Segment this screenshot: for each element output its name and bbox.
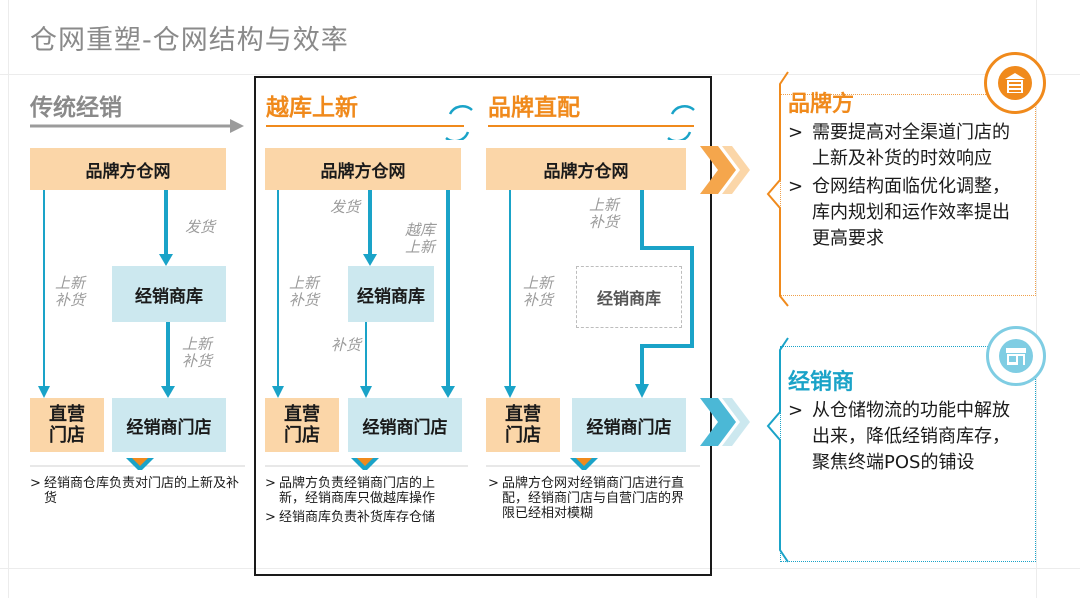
left-dealer-warehouse: 经销商库 xyxy=(112,266,226,322)
right-brand-warehouse: 品牌方仓网 xyxy=(486,148,686,190)
right-note-text: 品牌方仓网对经销商门店进行直配，经销商门店与自营门店的界限已经相对模糊 xyxy=(502,476,685,521)
section-title-cross-dock: 越库上新 xyxy=(266,95,358,121)
brand-panel-title: 品牌方 xyxy=(788,92,855,117)
brand-panel-corner xyxy=(766,71,789,307)
left-direct-store: 直营门店 xyxy=(30,398,104,452)
grid-line-v-left xyxy=(8,0,9,598)
highlight-frame xyxy=(254,76,712,576)
section-title-traditional: 传统经销 xyxy=(30,95,122,121)
page-title: 仓网重塑-仓网结构与效率 xyxy=(30,25,349,56)
chevron-to-brand-panel xyxy=(700,146,750,194)
middle-note-1: 品牌方负责经销商门店的上新，经销商库只做越库操作 xyxy=(279,476,436,506)
dealer-panel-title: 经销商 xyxy=(788,370,855,395)
grid-line-h-top xyxy=(0,74,1080,75)
middle-title-underline xyxy=(266,105,473,140)
chevron-to-dealer-panel xyxy=(700,398,750,446)
brand-bullet-2: 仓网结构面临优化调整，库内规划和运作效率提出更高要求 xyxy=(812,176,1010,249)
right-dealer-warehouse: 经销商库 xyxy=(576,266,682,328)
brand-bullet-1: 需要提高对全渠道门店的上新及补货的时效响应 xyxy=(812,122,1010,169)
bullet-marker: > xyxy=(265,476,276,491)
grid-line-v-right xyxy=(1036,0,1037,598)
left-direct-store-label: 直营门店 xyxy=(49,404,85,446)
bullet-marker: > xyxy=(788,122,804,143)
left-label-new-left: 上新补货 xyxy=(54,274,85,309)
right-direct-store: 直营门店 xyxy=(486,398,560,452)
right-title-underline xyxy=(488,105,695,140)
middle-label-cross: 越库上新 xyxy=(404,221,435,256)
right-label-new-top: 上新补货 xyxy=(588,196,619,231)
bullet-marker: > xyxy=(788,400,804,421)
left-label-new-right: 上新补货 xyxy=(181,335,212,370)
right-label-new-left: 上新补货 xyxy=(522,274,553,309)
middle-direct-store: 直营门店 xyxy=(265,398,339,452)
middle-note-2: 经销商库负责补货库存仓储 xyxy=(279,510,436,525)
left-brand-warehouse: 品牌方仓网 xyxy=(30,148,226,190)
middle-label-replenish: 补货 xyxy=(330,336,361,354)
bullet-marker: > xyxy=(265,510,276,525)
bullet-marker: > xyxy=(788,176,804,197)
brand-panel-bullets: > 需要提高对全渠道门店的上新及补货的时效响应 > 仓网结构面临优化调整，库内规划和… xyxy=(788,120,1020,254)
warehouse-icon xyxy=(984,52,1046,114)
middle-direct-store-label: 直营门店 xyxy=(284,404,320,446)
grid-line-h-bottom xyxy=(0,568,1080,569)
dealer-panel-corner xyxy=(766,337,789,563)
middle-notes: >品牌方负责经销商门店的上新，经销商库只做越库操作 >经销商库负责补货库存仓储 xyxy=(265,476,455,525)
middle-dealer-store: 经销商门店 xyxy=(348,398,462,452)
middle-label-new: 上新补货 xyxy=(288,274,319,309)
dealer-panel-bullets: > 从仓储物流的功能中解放出来，降低经销商库存，聚焦终端POS的铺设 xyxy=(788,398,1020,478)
traditional-arrow xyxy=(30,119,244,133)
middle-flow-arrows xyxy=(265,190,468,470)
right-note: >品牌方仓网对经销商门店进行直配，经销商门店与自营门店的界限已经相对模糊 xyxy=(488,476,688,521)
right-flow-arrows xyxy=(486,190,700,470)
bullet-marker: > xyxy=(30,476,41,491)
store-icon xyxy=(986,326,1046,386)
left-dealer-store: 经销商门店 xyxy=(112,398,226,452)
middle-brand-warehouse: 品牌方仓网 xyxy=(265,148,461,190)
right-direct-store-label: 直营门店 xyxy=(505,404,541,446)
brand-panel xyxy=(780,94,1036,296)
right-dealer-store: 经销商门店 xyxy=(572,398,686,452)
dealer-bullet-1: 从仓储物流的功能中解放出来，降低经销商库存，聚焦终端POS的铺设 xyxy=(812,400,1010,473)
middle-dealer-warehouse: 经销商库 xyxy=(348,266,434,322)
section-title-direct: 品牌直配 xyxy=(488,95,580,121)
left-label-ship: 发货 xyxy=(184,218,215,236)
left-note-text: 经销商仓库负责对门店的上新及补货 xyxy=(44,476,240,506)
middle-label-ship: 发货 xyxy=(329,198,360,216)
bullet-marker: > xyxy=(488,476,499,491)
left-flow-arrows xyxy=(30,190,245,470)
left-note: >经销商仓库负责对门店的上新及补货 xyxy=(30,476,246,506)
